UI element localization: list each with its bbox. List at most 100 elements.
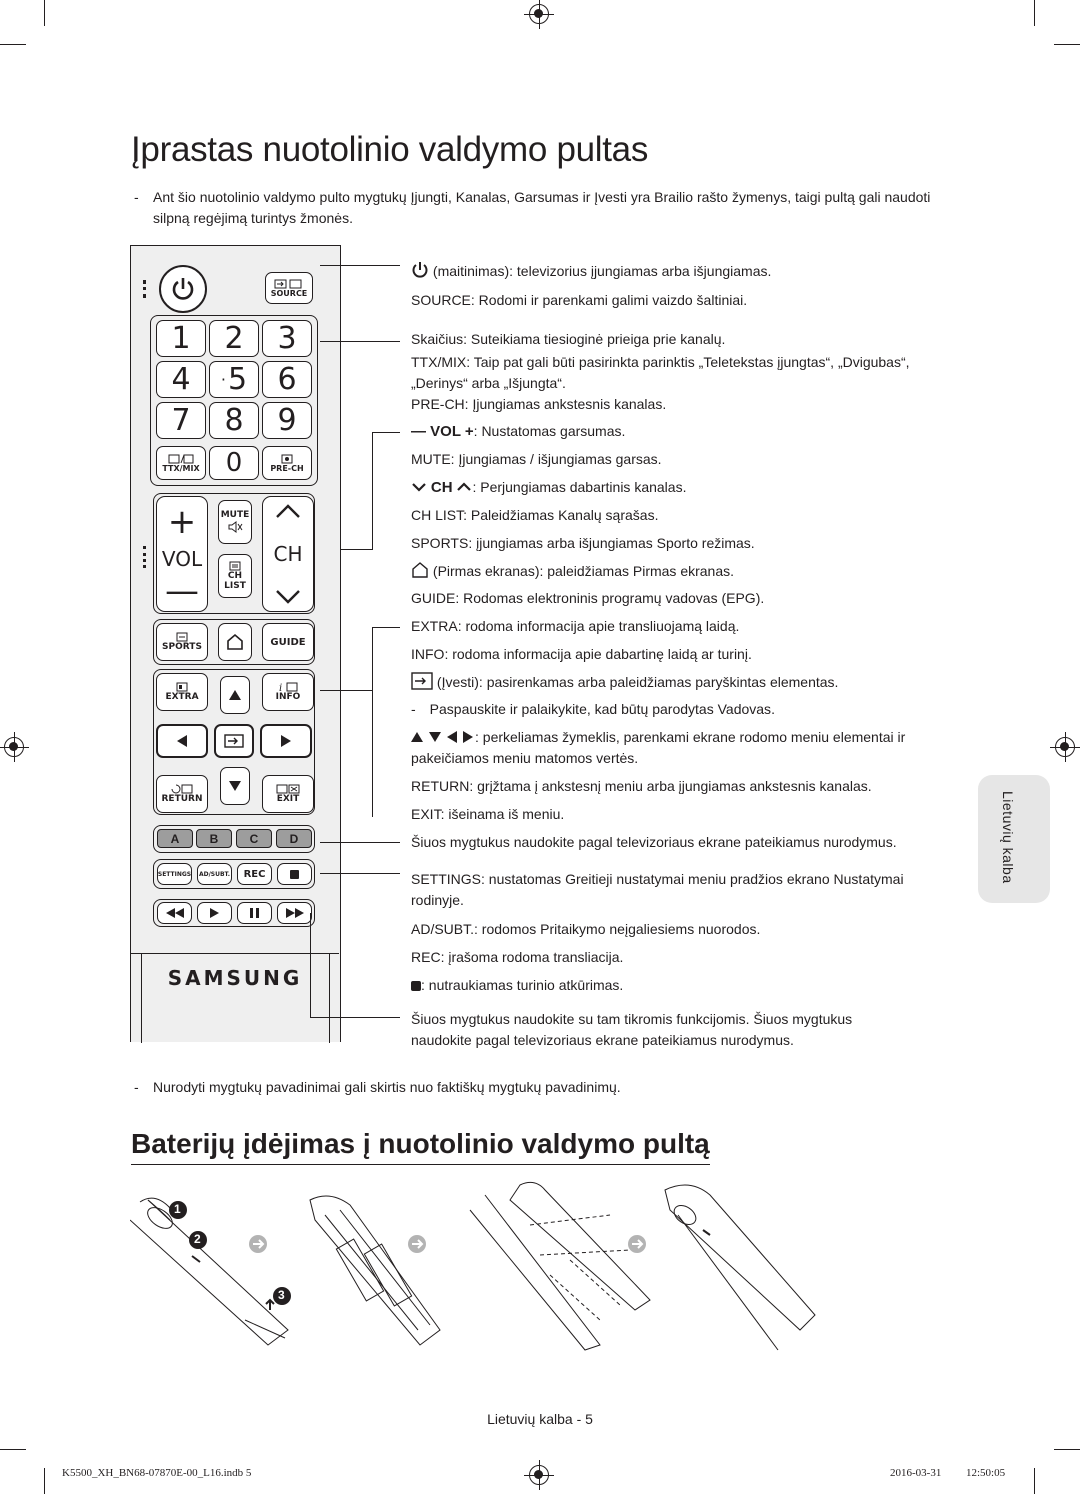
desc-ttx-text: : Taip pat gali būti pasirinkta parinkti…	[411, 354, 910, 391]
ch-list-icon	[229, 561, 241, 571]
braille-note-text-5: yra Brailio rašto žymenys, taigi pultą g…	[153, 189, 931, 226]
desc-stop: : nutraukiamas turinio atkūrimas.	[411, 975, 951, 996]
desc-sports-text: : įjungiamas arba išjungiamas	[468, 535, 657, 551]
digit-6-button[interactable]: 6	[262, 361, 312, 398]
extra-button[interactable]: EXTRA	[156, 673, 208, 711]
guide-button[interactable]: GUIDE	[262, 623, 314, 661]
desc-home-bold: Pirmas ekranas	[632, 563, 731, 579]
footer-file: K5500_XH_BN68-07870E-00_L16.indb 5	[62, 1467, 252, 1479]
digit-2-button[interactable]: 2	[209, 320, 259, 357]
desc-mute: MUTE: Įjungiamas / išjungiamas garsas.	[411, 449, 951, 470]
source-icon	[274, 279, 302, 288]
pre-ch-button[interactable]: PRE-CH	[262, 446, 312, 480]
ad-subt-button[interactable]: AD/SUBT.	[197, 863, 232, 885]
desc-chlist-end: .	[654, 507, 659, 523]
down-arrow-button[interactable]	[220, 767, 250, 805]
desc-extra: EXTRA: rodoma informacija apie transliuo…	[411, 616, 951, 637]
desc-sports: SPORTS: įjungiamas arba išjungiamas Spor…	[411, 533, 951, 554]
desc-home-key: Pirmas ekranas	[437, 563, 535, 579]
ttx-mix-button[interactable]: TTX/MIX	[156, 446, 206, 480]
remote-divider-line	[131, 953, 339, 954]
desc-chlist-bold: Kanalų sąrašas	[558, 507, 655, 523]
pre-ch-icon	[281, 454, 293, 463]
settings-button[interactable]: SETTINGS	[157, 863, 192, 885]
digit-9-button[interactable]: 9	[262, 402, 312, 439]
leader-numbers	[320, 341, 400, 342]
navigation-group	[153, 669, 315, 815]
desc-settings-end: rodinyje.	[411, 892, 464, 908]
up-arrow-button[interactable]	[220, 676, 250, 714]
desc-hold-dash: -	[411, 701, 416, 717]
digit-0-button[interactable]: 0	[209, 446, 259, 480]
volume-label: VOL	[161, 547, 203, 571]
desc-adsubt-end: .	[756, 921, 761, 937]
rec-button[interactable]: REC	[237, 863, 272, 885]
step-badge-3: 3	[278, 1288, 285, 1302]
desc-vol: — VOL +: Nustatomas garsumas.	[411, 421, 951, 442]
play-button[interactable]	[197, 902, 232, 924]
ch-list-label-1: CH	[227, 571, 243, 581]
digit-4-button[interactable]: 4	[156, 361, 206, 398]
desc-vol-text: : Nustatomas garsumas.	[473, 423, 626, 439]
mute-button[interactable]: MUTE	[218, 500, 252, 544]
pause-icon	[250, 908, 259, 918]
ch-list-button[interactable]: CH LIST	[218, 554, 252, 598]
ttx-mix-label: TTX/MIX	[162, 463, 200, 473]
volume-up-icon: +	[167, 502, 197, 542]
color-c-button[interactable]: C	[236, 829, 272, 848]
desc-hold-text: Paspauskite ir palaikykite, kad būtų par…	[429, 701, 718, 717]
digit-7-button[interactable]: 7	[156, 402, 206, 439]
chevron-down-icon	[412, 483, 426, 492]
color-d-button[interactable]: D	[276, 829, 312, 848]
page-title: Įprastas nuotolinio valdymo pultas	[131, 130, 649, 169]
footer-date: 2016-03-31	[890, 1467, 942, 1479]
color-a-button[interactable]: A	[157, 829, 193, 848]
desc-hold-bold: Vadovas	[717, 701, 772, 717]
desc-guide: GUIDE: Rodomas elektroninis programų vad…	[411, 588, 951, 609]
smart-group	[153, 619, 315, 665]
desc-sports-end: .	[750, 535, 755, 551]
desc-home: (Pirmas ekranas): paleidžiamas Pirmas ek…	[411, 561, 951, 582]
channel-down-icon	[276, 590, 300, 604]
info-button[interactable]: i INFO	[262, 673, 314, 711]
desc-media: Šiuos mygtukus naudokite su tam tikromis…	[411, 1011, 853, 1048]
color-b-button[interactable]: B	[196, 829, 232, 848]
source-button[interactable]: SOURCE	[265, 272, 313, 304]
remote-control-illustration: SOURCE 1 2 3 4 ·5 6 7 8 9 TTX/MIX 0 PRE-…	[130, 245, 341, 1043]
stop-button[interactable]	[277, 863, 312, 885]
desc-enter-key: Įvesti	[441, 674, 475, 690]
home-button[interactable]	[218, 623, 252, 661]
channel-rocker[interactable]: CH	[262, 496, 314, 612]
sports-button[interactable]: SPORTS	[156, 623, 208, 661]
battery-section-title: Baterijų įdėjimas į nuotolinio valdymo p…	[131, 1128, 710, 1165]
digit-3-button[interactable]: 3	[262, 320, 312, 357]
desc-adsubt-text: : rodomos	[474, 921, 541, 937]
desc-enter-text: ): pasirenkamas arba paleidžiamas paryšk…	[474, 674, 839, 690]
power-icon	[172, 278, 194, 300]
exit-button[interactable]: EXIT	[262, 775, 314, 813]
registration-mark-bottom	[524, 1460, 554, 1490]
right-arrow-button[interactable]	[260, 724, 312, 758]
digit-5-button[interactable]: ·5	[209, 361, 259, 398]
sports-icon	[176, 632, 188, 642]
language-side-tab-label: Lietuvių kalba	[1000, 791, 1016, 884]
desc-numbers: Skaičius: Suteikiama tiesioginė prieiga …	[411, 331, 726, 347]
desc-adsubt-bold: Pritaikymo neįgaliesiems nuorodos	[540, 921, 757, 937]
desc-arrows: : perkeliamas žymeklis, parenkami ekrane…	[411, 727, 951, 769]
desc-adsubt: AD/SUBT.: rodomos Pritaikymo neįgaliesie…	[411, 919, 951, 940]
digit-1-button[interactable]: 1	[156, 320, 206, 357]
digit-8-button[interactable]: 8	[209, 402, 259, 439]
desc-ch: CH : Perjungiamas dabartinis kanalas.	[411, 477, 951, 498]
volume-rocker[interactable]: + VOL —	[156, 496, 208, 612]
enter-button[interactable]	[214, 724, 254, 758]
pause-button[interactable]	[237, 902, 272, 924]
return-button[interactable]: RETURN	[156, 775, 208, 813]
fast-forward-button[interactable]	[277, 902, 312, 924]
rewind-button[interactable]	[157, 902, 192, 924]
crop-mark-tl-v	[44, 0, 45, 26]
desc-home-text: ): paleidžiamas	[534, 563, 633, 579]
left-arrow-button[interactable]	[156, 724, 208, 758]
leader-power	[320, 265, 400, 266]
power-button[interactable]	[159, 265, 207, 313]
samsung-logo: SAMSUNG	[167, 966, 303, 990]
